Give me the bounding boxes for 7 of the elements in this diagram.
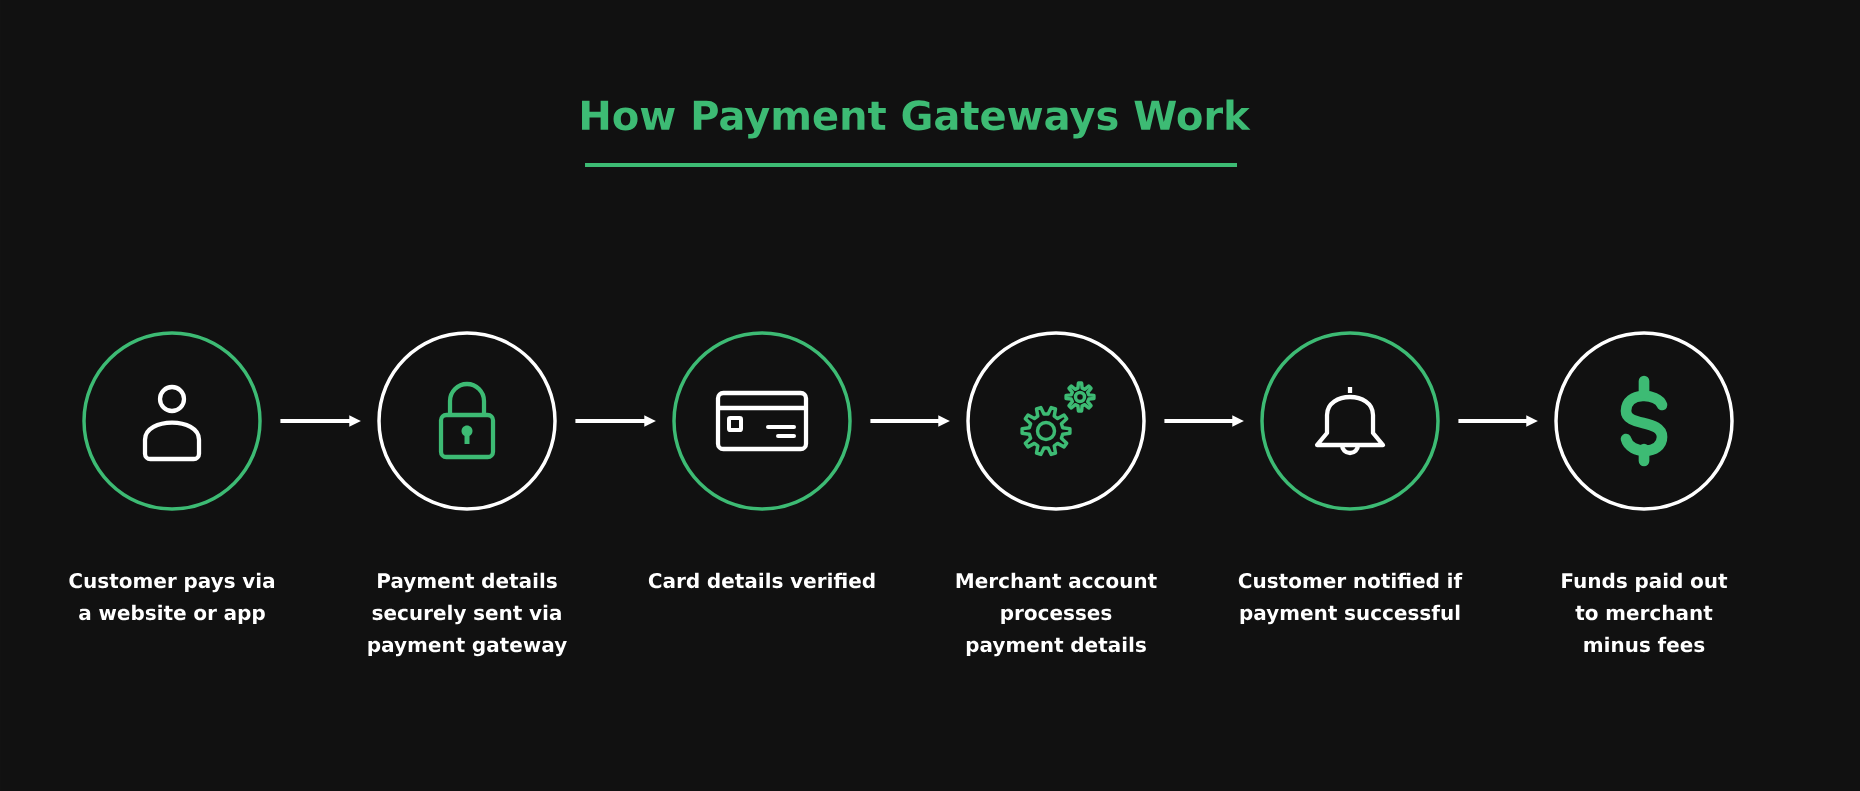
step-label: Funds paid out to merchant minus fees	[1562, 572, 1728, 653]
step-label: Customer notified if payment successful	[1238, 572, 1463, 625]
step-label: Card details verified	[648, 572, 875, 589]
step-label: Customer pays via a website or app	[69, 572, 275, 625]
step-label: Payment details securely sent via payment gateway	[368, 572, 567, 657]
step-label: Merchant account processes payment details	[956, 572, 1157, 657]
title: How Payment Gateways Work	[582, 99, 1251, 139]
